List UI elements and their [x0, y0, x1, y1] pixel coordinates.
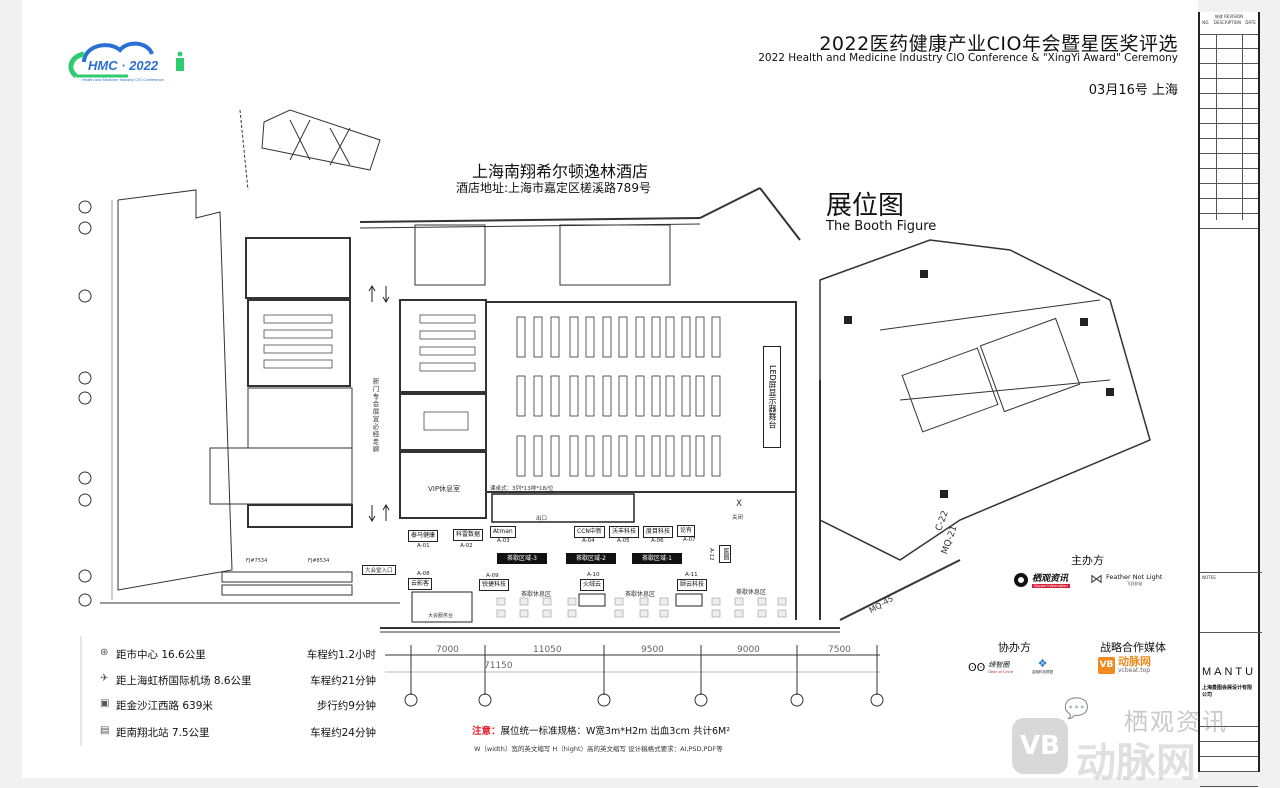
figure-title-en: The Booth Figure — [826, 219, 937, 234]
corridor-label: 新门专会展宣必经走廊 — [371, 378, 379, 453]
svg-text:HMC · 2022: HMC · 2022 — [88, 58, 159, 73]
booth-a03-id: A-03 — [497, 538, 510, 544]
distance-row: ⊛ 距市中心 16.6公里 车程约1.2小时 — [100, 647, 376, 661]
distance-row: ✈ 距上海虹桥国际机场 8.6公里 车程约21分钟 — [100, 673, 376, 687]
wechat-icon: 💬 — [1064, 696, 1089, 720]
company-name-cn: 上海曼图会展设计有限公司 — [1202, 685, 1253, 698]
tea-zone-3: 茶歇区域-3 — [497, 553, 547, 564]
title-block-notes: NOTES — [1200, 572, 1262, 582]
booth-a02-name[interactable]: 科雷数据 — [453, 529, 484, 541]
freight-elevator-1: FJ#7534 — [246, 558, 268, 564]
booth-a06-id: A-06 — [651, 538, 664, 544]
dimension-1: 7000 — [436, 645, 459, 655]
booth-a11-id: A-11 — [685, 572, 698, 578]
xiguan-logo-icon — [1014, 572, 1028, 587]
booth-a10-id: A-10 — [587, 572, 600, 578]
freight-elevator-2: FJ#8534 — [308, 558, 330, 564]
train-icon: ▤ — [100, 725, 110, 736]
hotel-name: 上海南翔希尔顿逸林酒店 — [472, 162, 649, 181]
distance-row: ▤ 距南翔北站 7.5公里 车程约24分钟 — [100, 725, 376, 739]
media-label: 战略合作媒体 — [1100, 641, 1166, 654]
svg-text:Health and Medicine Industry C: Health and Medicine Industry CIO Confere… — [82, 77, 165, 82]
event-date-location: 03月16号 上海 — [1088, 83, 1178, 98]
co-organizer-logo-2: ❖ 金融科技联盟 — [1032, 657, 1053, 674]
booth-a04-id: A-04 — [582, 538, 595, 544]
owl-icon: ʘʘ — [968, 660, 986, 674]
booth-a09-id: A-09 — [486, 573, 499, 579]
reception-desk: 大会服务台 — [428, 613, 454, 619]
booth-a11-name[interactable]: 颐云科技 — [677, 579, 708, 591]
exit-label: 出口 — [536, 516, 548, 522]
dimension-2: 11050 — [533, 645, 562, 655]
vb-logo-icon: VB — [1098, 656, 1115, 674]
dimension-3: 9500 — [641, 645, 664, 655]
co-organizer-logo-1: ʘʘ 缔智圈 Dean of Circle — [968, 660, 1013, 675]
triangle-knot-icon: ❖ — [1037, 657, 1048, 670]
company-name: MANTU — [1201, 666, 1257, 678]
event-title-en: 2022 Health and Medicine Industry CIO Co… — [758, 52, 1178, 64]
booth-a09-name[interactable]: 锐捷科技 — [479, 579, 510, 591]
booth-a05-name[interactable]: 沃丰科技 — [609, 526, 640, 538]
rest-area-3: 茶歇休息区 — [736, 589, 767, 596]
note-text: 展位统一标准规格：W宽3m*H2m 出血3cm 共计6M² — [500, 726, 731, 737]
booth-a01-id: A-01 — [417, 543, 430, 549]
watermark-vb-icon: VB — [1012, 718, 1068, 774]
booth-a07-id: A-07 — [683, 537, 696, 543]
dimension-total: 71150 — [484, 661, 513, 671]
rest-area-1: 茶歇休息区 — [521, 591, 552, 598]
event-title-cn: 2022医药健康产业CIO年会暨星医奖评选 — [819, 33, 1178, 55]
booth-a08-name[interactable]: 云影客 — [408, 578, 433, 590]
hmc-logo: HMC · 2022 Health and Medicine Industry … — [62, 36, 202, 86]
closed-label: 关闭 — [732, 515, 744, 521]
tea-zone-2: 茶歇区域-2 — [566, 553, 616, 564]
seating-note: 课桌式：3列*13排*18/位 — [490, 486, 554, 492]
host-logo-xiguan: 栖观资讯 Xiguan Information — [1014, 571, 1070, 588]
vip-room: VIP休息室 — [428, 485, 461, 493]
distance-panel: ⊛ 距市中心 16.6公里 车程约1.2小时 ✈ 距上海虹桥国际机场 8.6公里… — [80, 636, 382, 746]
location-icon: ⊛ — [100, 647, 109, 658]
booth-a12-name[interactable]: 医图 — [719, 545, 731, 563]
watermark-logo-text: 动脉网 — [1076, 740, 1196, 786]
booth-a08-id: A-08 — [417, 571, 430, 577]
rest-area-2: 茶歇休息区 — [625, 591, 656, 598]
metro-icon: ▣ — [100, 698, 110, 709]
booth-a12-id: A-12 — [708, 548, 714, 561]
dimension-5: 7500 — [828, 645, 851, 655]
watermark-text: 栖观资讯 — [1124, 708, 1228, 736]
watermark: VB 💬 栖观资讯 动脉网 — [1012, 696, 1232, 786]
booth-a01-name[interactable]: 泰马健康 — [408, 530, 439, 542]
led-stage: LED屏显示器舞台 — [763, 346, 781, 448]
host-logo-feather: ⋈ Feather Not Light 飞羽非轻 — [1090, 572, 1163, 587]
wings-icon: ⋈ — [1090, 572, 1103, 587]
host-label: 主办方 — [1071, 554, 1104, 567]
booth-a10-name[interactable]: 火绒云 — [580, 579, 605, 591]
booth-spec-subnote: W（width）宽的英文缩写 H（hight）高的英文缩写 设计稿格式要求：AI… — [474, 745, 723, 753]
booth-a03-name[interactable]: Atman — [490, 526, 516, 538]
airplane-icon: ✈ — [100, 673, 109, 684]
booth-spec-note: 注意：展位统一标准规格：W宽3m*H2m 出血3cm 共计6M² — [472, 723, 730, 737]
hotel-address: 酒店地址:上海市嘉定区槎溪路789号 — [456, 181, 651, 195]
sheet-border — [1198, 12, 1200, 772]
booth-a02-id: A-02 — [460, 543, 473, 549]
closed-mark: X — [736, 499, 743, 509]
booth-a04-name[interactable]: CCN中新 — [574, 526, 605, 538]
booth-a07-name[interactable]: 论有 — [677, 525, 696, 537]
dimension-4: 9000 — [737, 645, 760, 655]
hall-entrance: 大会堂入口 — [362, 565, 396, 575]
distance-row: ▣ 距金沙江西路 639米 步行约9分钟 — [100, 698, 376, 712]
revision-table — [1200, 34, 1258, 229]
co-organizer-label: 协办方 — [998, 641, 1031, 654]
tea-zone-1: 茶歇区域-1 — [632, 553, 682, 564]
booth-a05-id: A-05 — [617, 538, 630, 544]
note-label: 注意： — [472, 726, 501, 737]
figure-title-cn: 展位图 — [826, 191, 905, 221]
media-logo-vcbeat: VB 动脉网 vcbeat.top — [1098, 655, 1151, 674]
booth-a06-name[interactable]: 度目科技 — [643, 526, 674, 538]
